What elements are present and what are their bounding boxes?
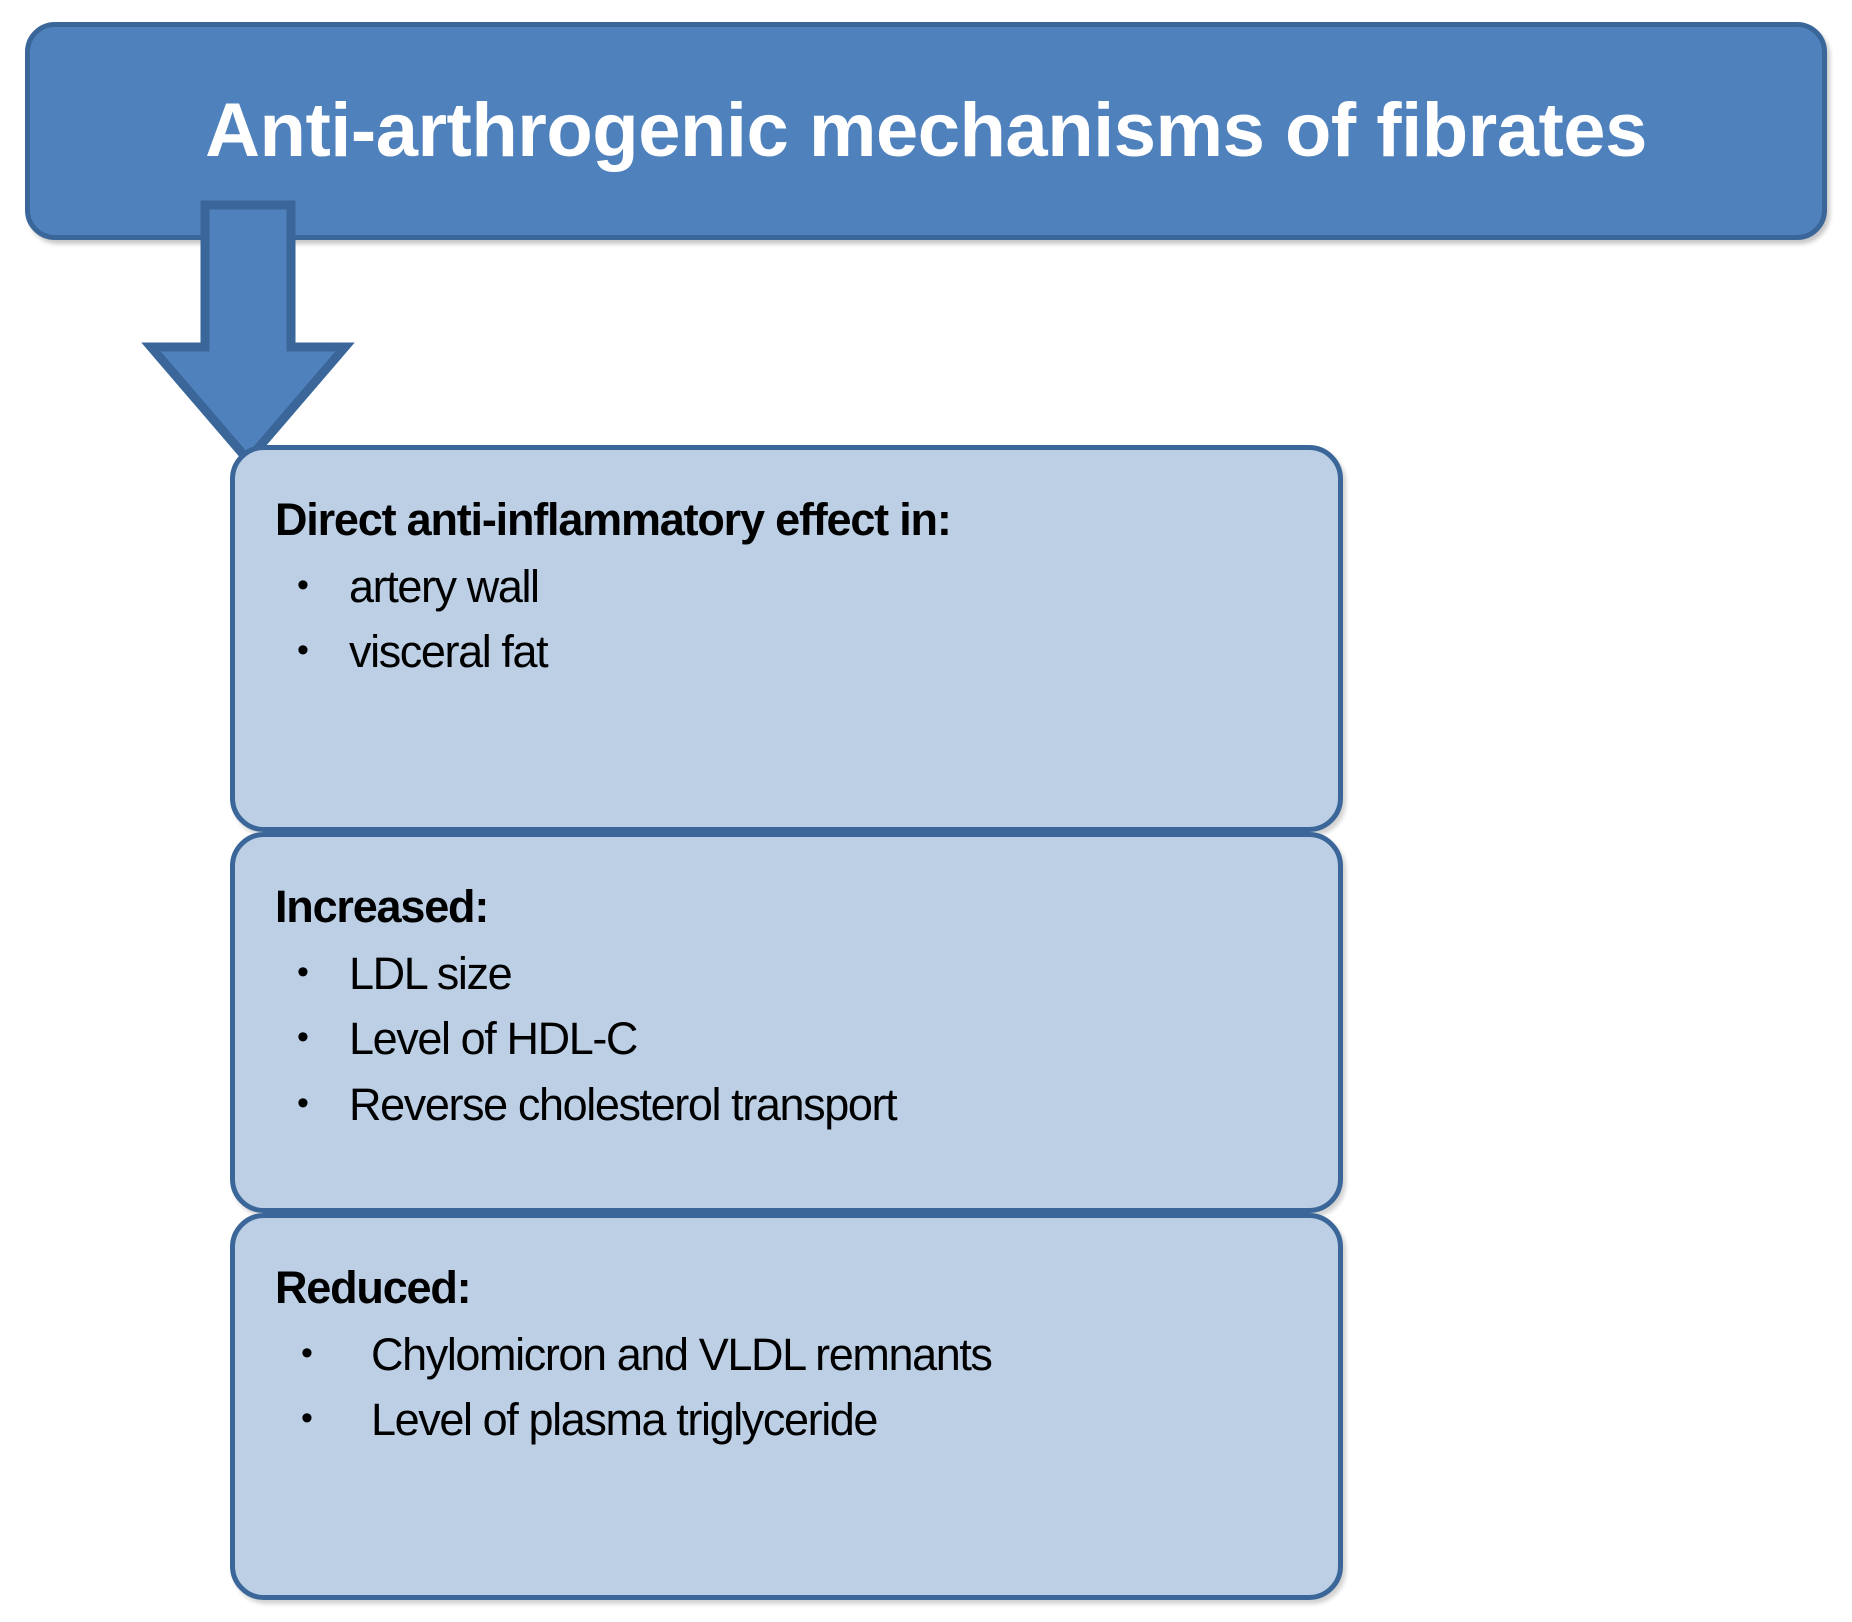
- box-1-bullet-list: • artery wall • visceral fat: [275, 554, 1298, 685]
- list-item-label: Reverse cholesterol transport: [349, 1079, 898, 1131]
- box-3-heading: Reduced:: [275, 1262, 472, 1313]
- list-item: • Chylomicron and VLDL remnants: [301, 1322, 1298, 1388]
- list-item: • LDL size: [297, 941, 1298, 1007]
- title-banner: Anti-arthrogenic mechanisms of fibrates: [25, 22, 1827, 240]
- box-2-heading: Increased:: [275, 881, 489, 932]
- list-item: • visceral fat: [297, 619, 1298, 685]
- list-item-label: Level of HDL-C: [349, 1013, 638, 1065]
- box-2-bullet-list: • LDL size • Level of HDL-C • Reverse ch…: [275, 941, 1298, 1138]
- bullet-icon: •: [297, 1084, 309, 1123]
- list-item-label: LDL size: [349, 947, 513, 999]
- bullet-icon: •: [301, 1333, 313, 1372]
- list-item-label: artery wall: [349, 560, 540, 612]
- bullet-icon: •: [297, 952, 309, 991]
- mechanism-box-2: Increased: • LDL size • Level of HDL-C •…: [230, 832, 1343, 1213]
- arrow-shape: [141, 200, 355, 467]
- list-item-label: Chylomicron and VLDL remnants: [371, 1328, 993, 1380]
- bullet-icon: •: [301, 1399, 313, 1438]
- list-item: • Reverse cholesterol transport: [297, 1072, 1298, 1138]
- mechanism-box-1: Direct anti-inflammatory effect in: • ar…: [230, 445, 1343, 832]
- box-3-bullet-list: • Chylomicron and VLDL remnants • Level …: [275, 1322, 1298, 1453]
- page-title: Anti-arthrogenic mechanisms of fibrates: [205, 88, 1647, 174]
- list-item-label: Level of plasma triglyceride: [371, 1394, 878, 1446]
- list-item: • artery wall: [297, 554, 1298, 620]
- bullet-icon: •: [297, 1018, 309, 1057]
- list-item: • Level of HDL-C: [297, 1006, 1298, 1072]
- down-arrow-icon: [141, 200, 355, 467]
- bullet-icon: •: [297, 631, 309, 670]
- list-item: • Level of plasma triglyceride: [301, 1387, 1298, 1453]
- list-item-label: visceral fat: [349, 626, 549, 678]
- box-1-heading: Direct anti-inflammatory effect in:: [275, 494, 952, 545]
- bullet-icon: •: [297, 565, 309, 604]
- mechanism-box-3: Reduced: • Chylomicron and VLDL remnants…: [230, 1213, 1343, 1600]
